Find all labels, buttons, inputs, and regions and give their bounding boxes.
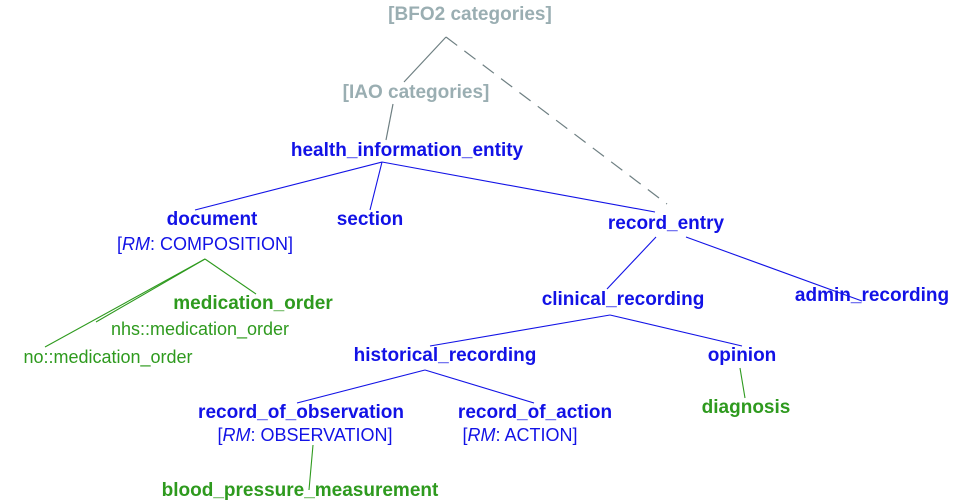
edge-iao-health-info (385, 103, 394, 141)
node-diagnosis: diagnosis (701, 397, 791, 418)
node-clinical-recording: clinical_recording (541, 289, 705, 310)
edge-historical-action (424, 369, 535, 404)
node-nhs-medication-order: nhs::medication_order (110, 319, 290, 339)
node-admin-recording: admin_recording (794, 285, 950, 306)
edge-document-medication-order (204, 258, 257, 295)
node-record-of-observation: record_of_observation (198, 402, 404, 423)
rm-class: : ACTION] (495, 425, 578, 445)
node-health-information-entity: health_information_entity (290, 140, 524, 161)
node-record-entry: record_entry (607, 213, 725, 234)
rm-prefix: RM (467, 425, 496, 445)
rm-prefix: RM (222, 425, 251, 445)
node-document-rm-type: [RM: COMPOSITION] (117, 235, 293, 253)
node-action-rm-type: [RM: ACTION] (462, 426, 577, 444)
node-observation-rm-type: [RM: OBSERVATION] (217, 426, 392, 444)
rm-bracket: [ (217, 425, 223, 445)
node-bfo2-categories: [BFO2 categories] (388, 4, 552, 25)
edge-hie-document (194, 161, 383, 211)
rm-class: : OBSERVATION] (250, 425, 393, 445)
node-opinion: opinion (707, 345, 777, 366)
node-no-medication-order: no::medication_order (23, 347, 193, 367)
edge-hie-section (369, 161, 383, 211)
edge-clinical-opinion (609, 314, 743, 347)
rm-bracket: [ (116, 234, 122, 254)
edge-document-no-medication-order (44, 258, 206, 348)
node-iao-categories: [IAO categories] (342, 82, 490, 103)
rm-prefix: RM (122, 234, 150, 254)
node-historical-recording: historical_recording (353, 345, 537, 366)
edge-record-entry-admin (685, 236, 863, 302)
edge-clinical-historical (429, 314, 611, 347)
node-section: section (336, 209, 404, 230)
rm-bracket: [ (462, 425, 468, 445)
edge-historical-observation (296, 369, 426, 404)
node-record-of-action: record_of_action (457, 402, 613, 423)
edge-observation-blood-pressure (308, 444, 314, 491)
rm-class: : COMPOSITION] (150, 234, 294, 254)
node-document: document (166, 209, 258, 230)
edge-opinion-diagnosis (739, 367, 746, 399)
edge-bfo2-iao (403, 36, 447, 83)
node-medication-order: medication_order (173, 293, 333, 314)
edge-bfo2-record-entry-dashed (445, 36, 668, 205)
edge-hie-record-entry (381, 161, 656, 213)
node-blood-pressure-measurement: blood_pressure_measurement (161, 480, 439, 501)
edge-record-entry-clinical (606, 236, 657, 290)
